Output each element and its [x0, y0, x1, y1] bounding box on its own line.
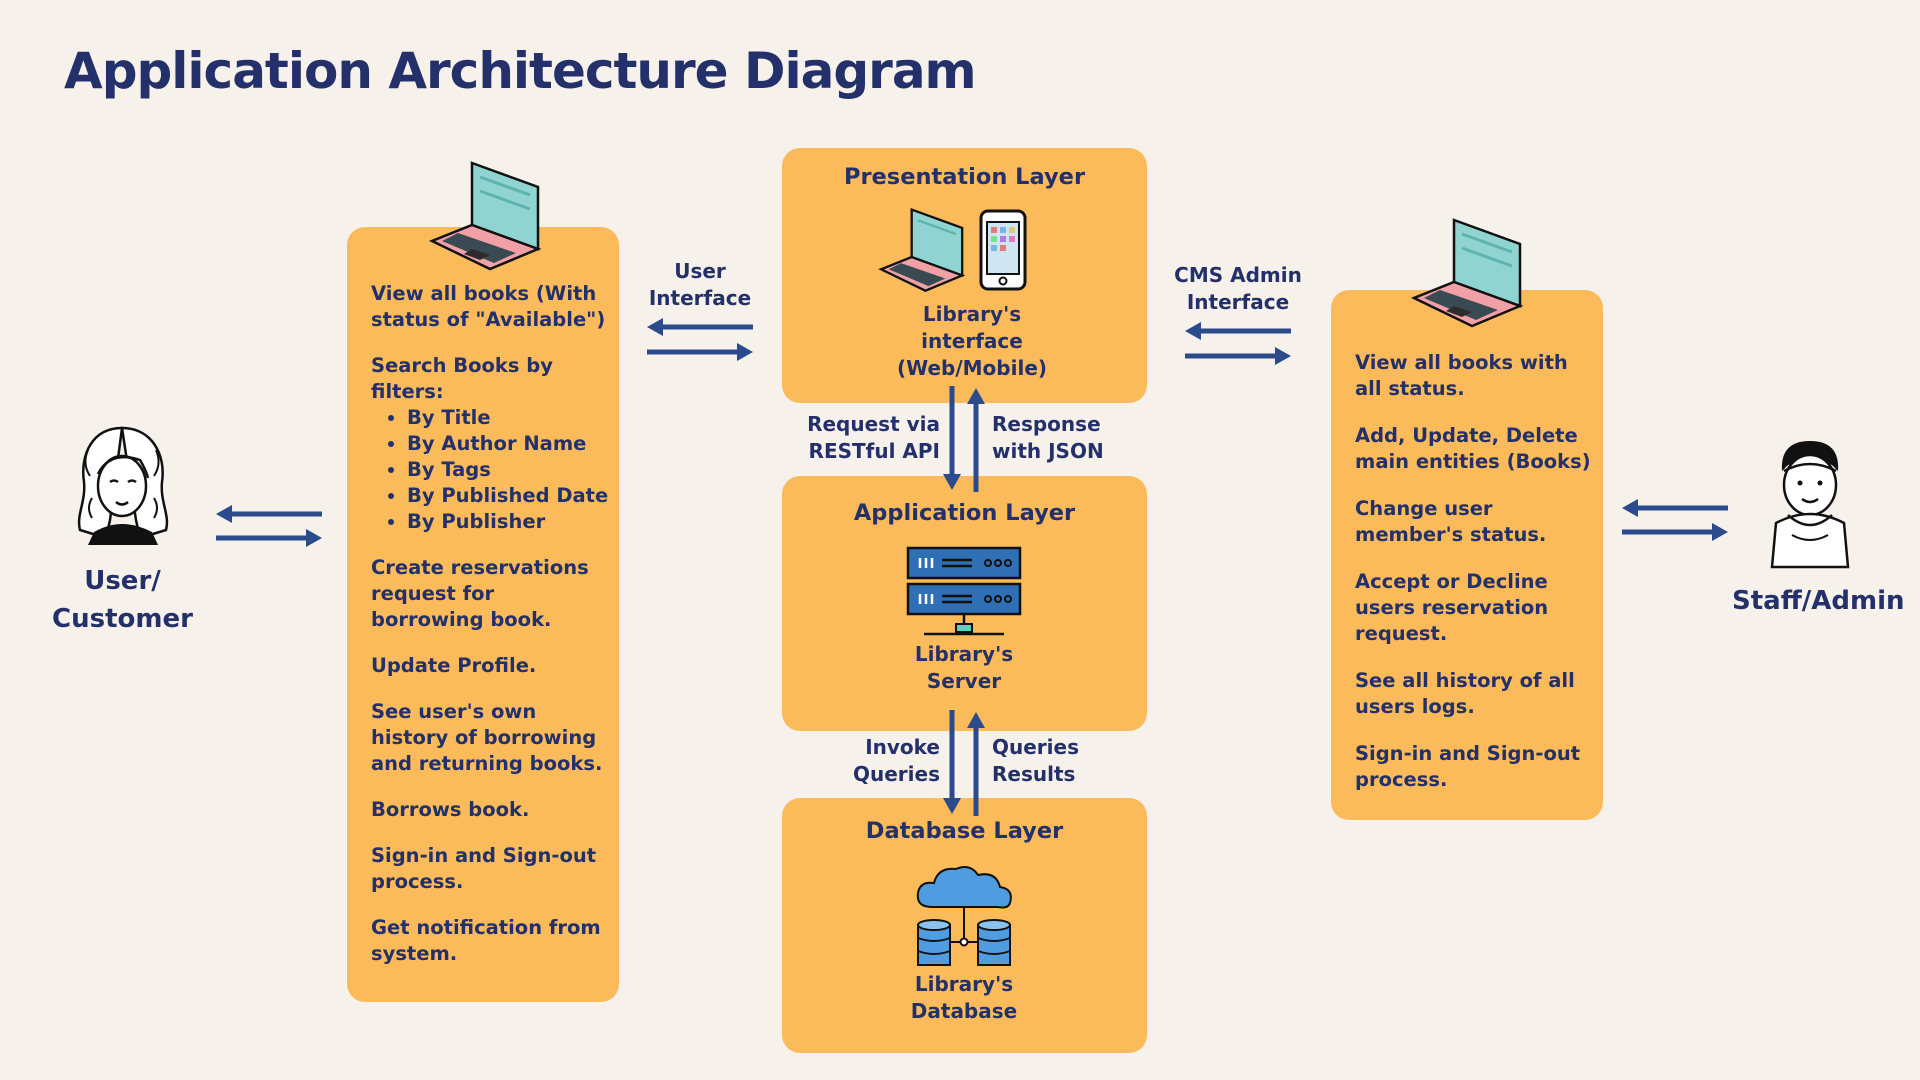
user-feature-item: Update Profile. [371, 654, 537, 677]
admin-panel-arrows [1622, 499, 1728, 541]
search-filter-list: By Title By Author Name By Tags By Publi… [371, 405, 611, 535]
user-interface-arrows [647, 318, 753, 361]
admin-features-panel: View all books with all status. Add, Upd… [1331, 290, 1603, 820]
cms-interface-arrows [1185, 322, 1291, 365]
user-feature-item: Borrows book. [371, 798, 530, 821]
user-feature-item: See user's own history of borrowing and … [371, 700, 603, 775]
staff-admin-label: Staff/Admin [1732, 586, 1905, 616]
queries-results-label: Queries Results [992, 735, 1079, 786]
admin-feature-item: View all books with all status. [1355, 351, 1568, 400]
presentation-layer-title: Presentation Layer [843, 164, 1086, 190]
server-icon [906, 546, 1022, 636]
laptop-icon [878, 207, 966, 292]
user-avatar-icon [77, 426, 169, 545]
user-feature-item: Sign-in and Sign-out process. [371, 844, 597, 893]
user-feature-item: View all books (With status of "Availabl… [371, 282, 606, 331]
database-layer-caption: Library's Database [910, 972, 1018, 1023]
user-features-list: View all books (With status of "Availabl… [371, 281, 611, 987]
admin-laptop-icon [1410, 218, 1524, 328]
application-layer-caption: Library's Server [914, 642, 1014, 693]
mobile-phone-icon [979, 209, 1027, 291]
presentation-layer-caption: Library's interface (Web/Mobile) [896, 302, 1048, 380]
filter-item: By Tags [407, 457, 611, 483]
user-feature-item: Search Books by filters: [371, 354, 553, 403]
cms-admin-interface-label: CMS Admin Interface [1174, 263, 1302, 314]
admin-feature-item: Change user member's status. [1355, 497, 1547, 546]
query-arrows [943, 710, 985, 816]
filter-item: By Published Date [407, 483, 611, 509]
filter-item: By Publisher [407, 509, 611, 535]
invoke-queries-label: Invoke Queries [853, 735, 940, 786]
user-features-panel: View all books (With status of "Availabl… [347, 227, 619, 1002]
admin-features-list: View all books with all status. Add, Upd… [1355, 350, 1595, 813]
user-customer-label: User/ Customer [52, 566, 193, 634]
user-panel-arrows [216, 505, 322, 547]
cloud-database-icon [916, 866, 1012, 966]
user-laptop-icon [428, 161, 542, 271]
page-title: Application Architecture Diagram [64, 42, 977, 100]
presentation-layer-panel: Presentation Layer Library's interface (… [782, 148, 1147, 403]
admin-feature-item: Add, Update, Delete main entities (Books… [1355, 424, 1591, 473]
application-layer-title: Application Layer [853, 500, 1076, 526]
staff-avatar-icon [1770, 441, 1850, 569]
database-layer-title: Database Layer [865, 818, 1064, 844]
admin-feature-item: Sign-in and Sign-out process. [1355, 742, 1581, 791]
admin-feature-item: Accept or Decline users reservation requ… [1355, 570, 1549, 645]
admin-feature-item: See all history of all users logs. [1355, 669, 1575, 718]
request-label: Request via RESTful API [807, 412, 940, 463]
response-label: Response with JSON [992, 412, 1104, 463]
database-layer-panel: Database Layer Library's Database [782, 798, 1147, 1053]
user-feature-item: Create reservations request for borrowin… [371, 556, 589, 631]
filter-item: By Title [407, 405, 611, 431]
request-response-arrows [943, 386, 985, 492]
application-layer-panel: Application Layer Library's Server [782, 476, 1147, 731]
user-interface-label: User Interface [648, 259, 752, 310]
user-feature-item: Get notification from system. [371, 916, 601, 965]
filter-item: By Author Name [407, 431, 611, 457]
